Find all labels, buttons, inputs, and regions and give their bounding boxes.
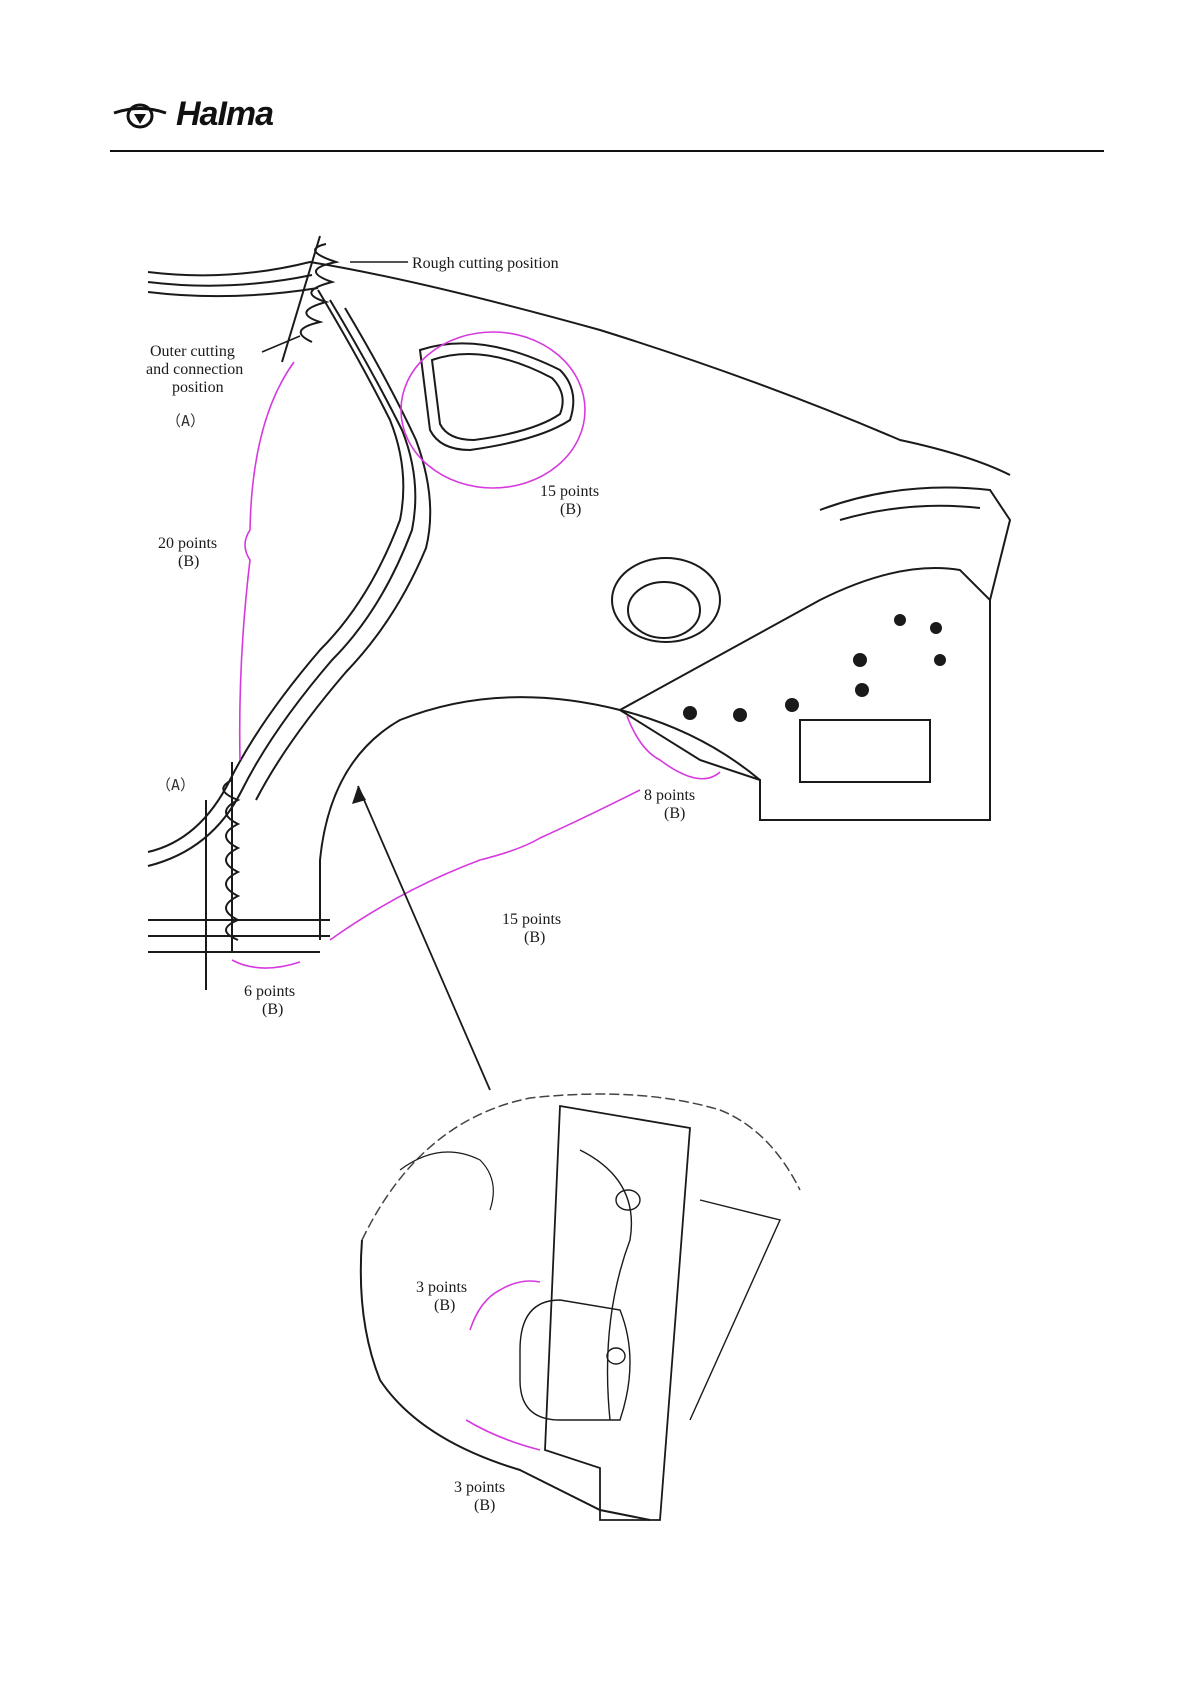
panel-outline (148, 262, 1010, 952)
label-section-a-top: （A） (166, 412, 205, 430)
detail-view (361, 1094, 800, 1520)
label-15-points-arch-b: (B) (524, 929, 545, 946)
bolt-holes (683, 614, 946, 722)
label-6-points-b: (B) (262, 1001, 283, 1018)
label-section-a-bottom: （A） (156, 776, 195, 794)
label-20-points-b: (B) (178, 553, 199, 570)
label-rough-cutting: Rough cutting position (412, 255, 559, 272)
label-3-points-upper: 3 points (416, 1279, 467, 1296)
label-3-points-upper-b: (B) (434, 1297, 455, 1314)
label-8-points: 8 points (644, 787, 695, 804)
label-15-points-arch: 15 points (502, 911, 561, 928)
label-6-points: 6 points (244, 983, 295, 1000)
label-15-points-window-b: (B) (560, 501, 581, 518)
label-3-points-lower-b: (B) (474, 1497, 495, 1514)
label-8-points-b: (B) (664, 805, 685, 822)
outer-cut-leader (262, 336, 300, 352)
label-20-points: 20 points (158, 535, 217, 552)
label-outer-cutting-1: Outer cutting (150, 343, 235, 360)
detail-leader (358, 786, 490, 1090)
label-outer-cutting-3: position (172, 379, 224, 396)
label-15-points-window: 15 points (540, 483, 599, 500)
label-outer-cutting-2: and connection (146, 361, 243, 378)
label-3-points-lower: 3 points (454, 1479, 505, 1496)
weld-markers (232, 332, 720, 1450)
